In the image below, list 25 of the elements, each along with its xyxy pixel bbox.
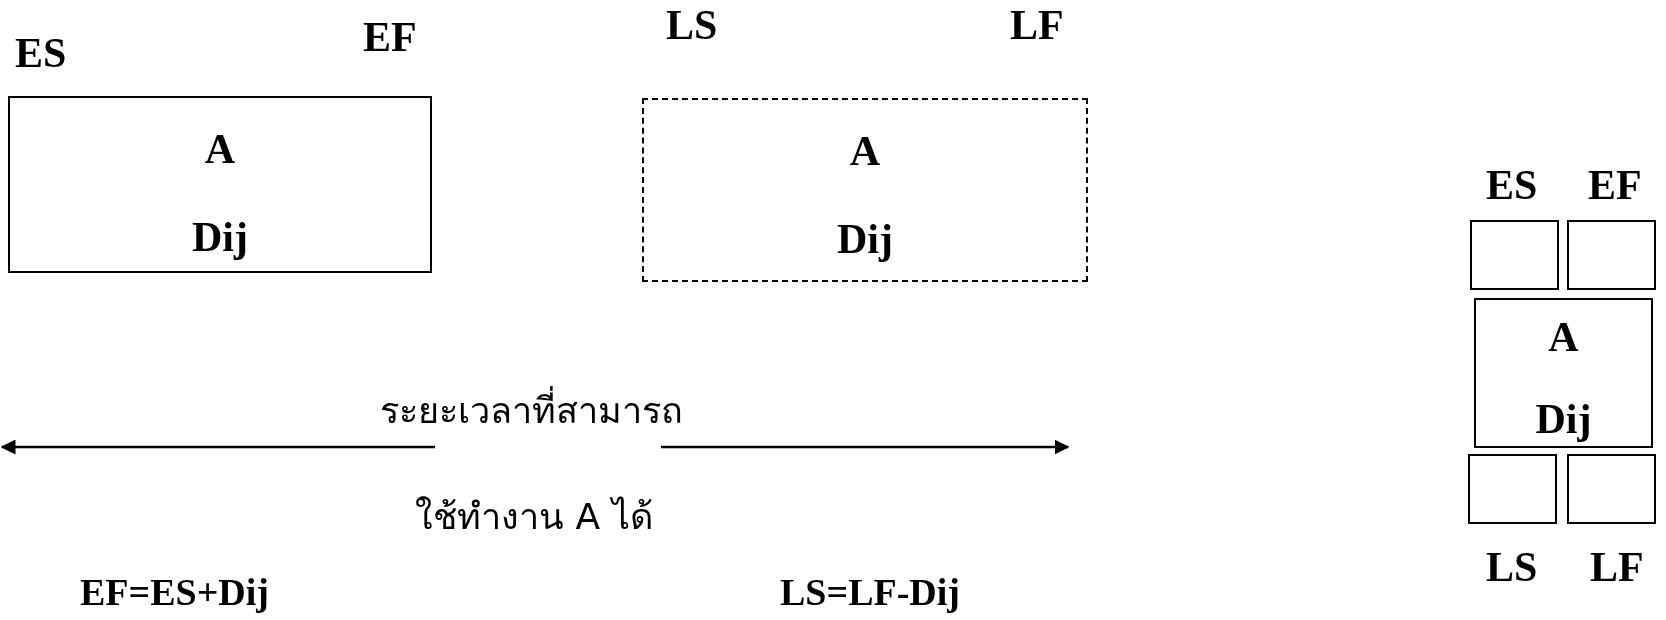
- empty-value-box: [1567, 220, 1656, 290]
- time-label: LF: [1590, 546, 1644, 588]
- time-label: EF: [1588, 164, 1642, 206]
- activity-box: [8, 96, 432, 273]
- duration-label: Dij: [192, 216, 248, 258]
- empty-value-box: [1470, 220, 1559, 290]
- activity-name: A: [849, 130, 881, 172]
- duration-label: Dij: [837, 218, 893, 260]
- dashed-activity-box: [642, 98, 1088, 282]
- empty-value-box: [1468, 454, 1557, 524]
- formula: EF=ES+Dij: [80, 570, 269, 614]
- activity-name: A: [1548, 316, 1579, 358]
- formula: LS=LF-Dij: [780, 570, 960, 614]
- activity-name: A: [204, 128, 236, 170]
- time-label: LS: [1486, 546, 1538, 588]
- duration-label: Dij: [1535, 398, 1592, 440]
- time-label: ES: [1486, 164, 1538, 206]
- duration-note: ระยะเวลาที่สามารถ: [380, 382, 683, 439]
- time-label: LF: [1010, 4, 1064, 46]
- empty-value-box: [1567, 454, 1656, 524]
- time-label: ES: [15, 32, 67, 74]
- time-label: EF: [363, 16, 417, 58]
- time-label: LS: [666, 4, 718, 46]
- activity-box: [1474, 298, 1653, 448]
- duration-note: ใช้ทำงาน A ได้: [415, 495, 653, 539]
